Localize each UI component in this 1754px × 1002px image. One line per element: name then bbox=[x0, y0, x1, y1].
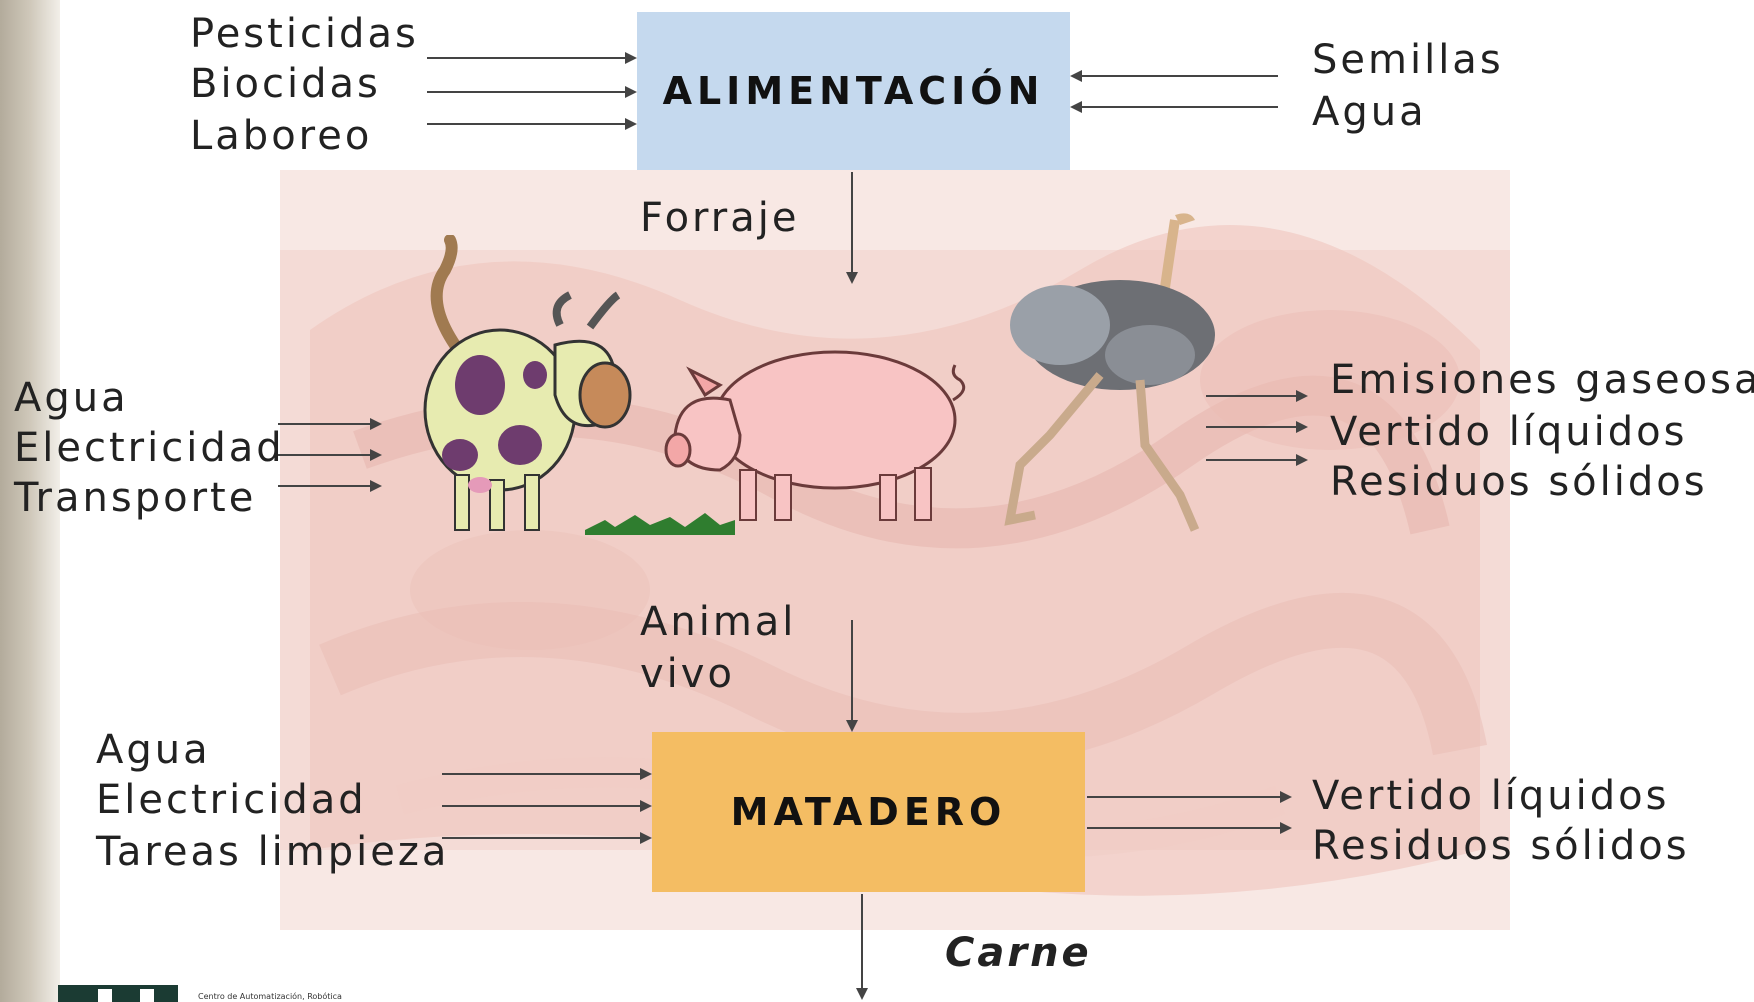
logo-mark bbox=[58, 985, 178, 1002]
logo-text: Centro de Automatización, Robótica bbox=[198, 992, 342, 1001]
